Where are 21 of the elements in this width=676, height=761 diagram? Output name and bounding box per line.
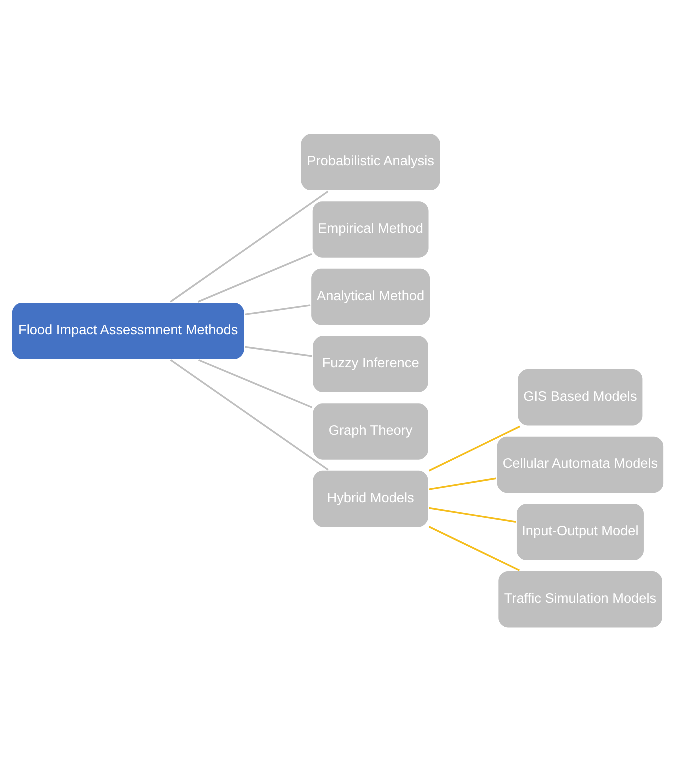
connector bbox=[428, 526, 520, 571]
connector bbox=[429, 477, 496, 490]
connector bbox=[198, 358, 313, 408]
connector bbox=[429, 506, 516, 522]
node-box: Analytical Method bbox=[310, 266, 432, 326]
connector bbox=[170, 190, 329, 302]
connector bbox=[245, 346, 312, 357]
node-box: Hybrid Models bbox=[312, 468, 430, 528]
connector bbox=[198, 252, 312, 302]
node-box: Empirical Method bbox=[311, 199, 430, 260]
node-box: Fuzzy Inference bbox=[312, 334, 430, 394]
node-box: Flood Impact Assessmnent Methods bbox=[10, 300, 246, 360]
node-box: Traffic Simulation Models bbox=[496, 569, 664, 629]
node-box: GIS Based Models bbox=[516, 367, 644, 427]
connector bbox=[245, 304, 311, 316]
node-box: Graph Theory bbox=[312, 401, 430, 462]
connector bbox=[170, 359, 329, 470]
node-box: Input-Output Model bbox=[515, 502, 646, 562]
node-box: Cellular Automata Models bbox=[496, 434, 666, 494]
node-box: Probabilistic Analysis bbox=[300, 132, 442, 192]
connector bbox=[428, 425, 520, 472]
